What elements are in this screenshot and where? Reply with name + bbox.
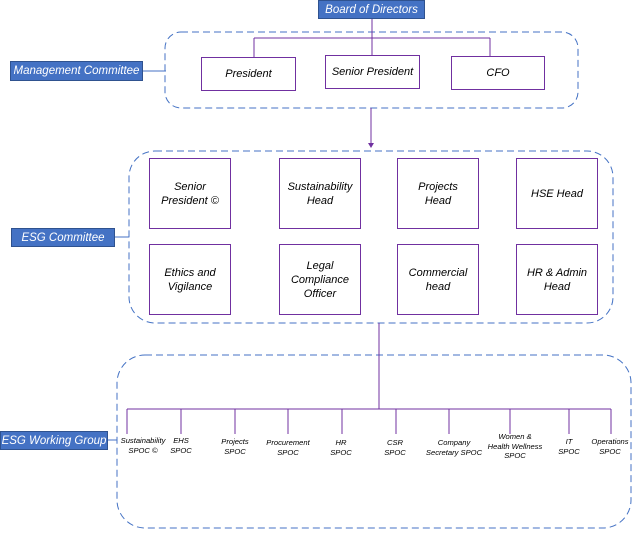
esg-role-hr-admin-head-box: HR & Admin Head (516, 244, 598, 315)
esg-role-commercial-head-box: Commercial head (397, 244, 479, 315)
spoc-it: IT SPOC (558, 437, 580, 456)
senior-president-box: Senior President (325, 55, 420, 89)
management-committee-tag: Management Committee (10, 61, 143, 81)
spoc-hr: HR SPOC (330, 438, 352, 457)
spoc-csr: CSR SPOC (384, 438, 406, 457)
esg-role-legal-compliance-box: Legal Compliance Officer (279, 244, 361, 315)
president-box: President (201, 57, 296, 91)
esg-committee-tag: ESG Committee (11, 228, 115, 247)
spoc-women-health-wellness: Women & Health Wellness SPOC (487, 432, 543, 460)
esg-role-ethics-vigilance-box: Ethics and Vigilance (149, 244, 231, 315)
spoc-projects: Projects SPOC (221, 437, 249, 456)
spoc-ehs: EHS SPOC (170, 436, 192, 455)
esg-role-hse-head-box: HSE Head (516, 158, 598, 229)
esg-role-sustainability-head-box: Sustainability Head (279, 158, 361, 229)
spoc-procurement: Procurement SPOC (266, 438, 310, 457)
cfo-box: CFO (451, 56, 545, 90)
esg-group-container (128, 150, 614, 324)
esg-working-group-tag: ESG Working Group (0, 431, 108, 450)
board-of-directors-tag: Board of Directors (318, 0, 425, 19)
esg-role-senior-president-box: Senior President © (149, 158, 231, 229)
spoc-operations: Operations SPOC (591, 437, 629, 456)
spoc-company-secretary: Company Secretary SPOC (425, 438, 483, 457)
spoc-sustainability: Sustainability SPOC © (120, 436, 166, 455)
working-group-container (116, 354, 632, 529)
esg-role-projects-head-box: Projects Head (397, 158, 479, 229)
